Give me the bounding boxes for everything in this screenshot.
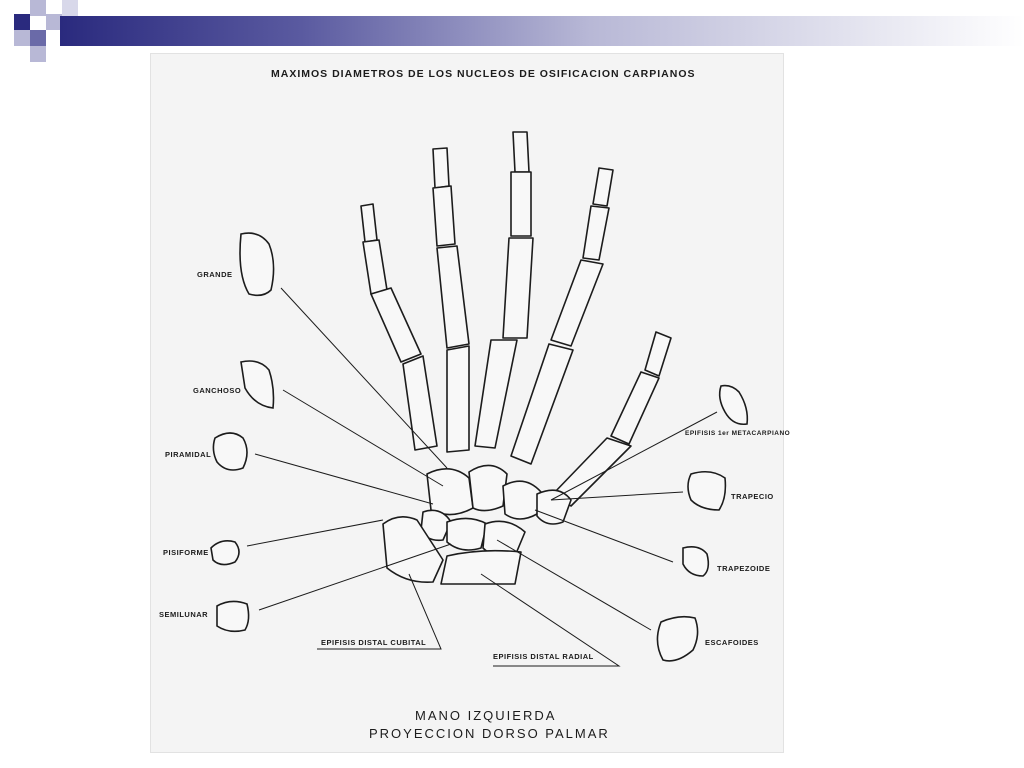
deco-square: [30, 30, 46, 46]
epifisis-metacarpiano-nucleus: [718, 384, 749, 426]
label-radial: EPIFISIS DISTAL RADIAL: [493, 652, 594, 661]
label-ganchoso: GANCHOSO: [193, 386, 242, 395]
pisiforme-nucleus: [210, 540, 240, 566]
deco-square: [14, 14, 30, 30]
pointer-trapecio: [550, 491, 684, 501]
deco-square: [30, 46, 46, 62]
label-cubital: EPIFISIS DISTAL CUBITAL: [321, 638, 427, 647]
deco-square: [30, 0, 46, 16]
piramidal-nucleus: [212, 432, 248, 471]
pointer-semilunar: [258, 543, 452, 611]
middle-finger: [474, 131, 534, 449]
deco-square: [46, 14, 62, 30]
deco-square: [14, 30, 30, 46]
trapezoide-nucleus: [682, 546, 710, 577]
pointer-grande: [280, 287, 448, 469]
pointer-ganchoso: [282, 389, 444, 487]
semilunar-nucleus: [216, 600, 250, 633]
label-trapezoide: TRAPEZOIDE: [717, 564, 771, 573]
little-finger: [360, 203, 438, 451]
pointer-epifisis-metacarpiano: [550, 411, 718, 501]
caption-line1: MANO IZQUIERDA: [415, 708, 557, 723]
radius-epiphysis: [440, 549, 522, 585]
label-escafoides: ESCAFOIDES: [705, 638, 759, 647]
title-bar: [60, 16, 1024, 46]
label-pisiforme: PISIFORME: [163, 548, 209, 557]
index-finger: [510, 167, 614, 465]
label-piramidal: PIRAMIDAL: [165, 450, 212, 459]
pointer-piramidal: [254, 453, 434, 505]
label-epifisis-metacarpiano: EPIFISIS 1er METACARPIANO: [685, 430, 791, 437]
label-trapecio: TRAPECIO: [731, 492, 774, 501]
pointer-escafoides: [496, 539, 652, 631]
carpal-bones: [420, 464, 572, 558]
hand-diagram: MAXIMOS DIAMETROS DE LOS NUCLEOS DE OSIF…: [150, 53, 790, 753]
trapecio-nucleus: [687, 470, 727, 511]
hand-drawing: [210, 131, 749, 667]
caption-line2: PROYECCION DORSO PALMAR: [369, 726, 610, 741]
ulna-epiphysis: [382, 516, 444, 584]
forearm-bones: [382, 516, 522, 585]
label-grande: GRANDE: [197, 270, 233, 279]
deco-square: [62, 0, 78, 16]
ganchoso-nucleus: [240, 360, 275, 409]
pointer-pisiforme: [246, 519, 384, 547]
pointer-radial: [480, 573, 621, 667]
pointer-trapezoide: [534, 509, 674, 563]
escafoides-nucleus: [656, 615, 699, 662]
diagram-header: MAXIMOS DIAMETROS DE LOS NUCLEOS DE OSIF…: [271, 68, 696, 80]
label-semilunar: SEMILUNAR: [159, 610, 209, 619]
ring-finger: [432, 147, 470, 453]
grande-nucleus: [239, 232, 275, 297]
pointer-cubital: [317, 573, 442, 650]
